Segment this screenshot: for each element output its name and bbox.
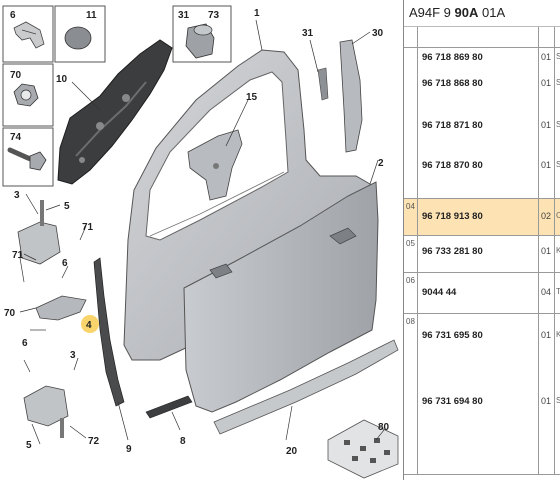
part-note: S	[556, 396, 560, 405]
part-reference-link[interactable]: 96 718 913 80	[422, 211, 483, 222]
callout-label: 3	[70, 350, 76, 361]
callout-label: 9	[126, 444, 132, 455]
part-quantity: 01	[541, 160, 552, 170]
pillar-trim-part[interactable]	[317, 39, 363, 153]
callout-label: 20	[286, 446, 298, 457]
part-note: S	[556, 78, 560, 87]
part-reference-link[interactable]: 96 731 695 80	[422, 330, 483, 341]
check-strap-part[interactable]	[35, 295, 87, 321]
diagram-ref-suffix: 01A	[478, 5, 506, 20]
callout-label: 30	[372, 28, 384, 39]
diagram-reference: A94F 9 90A 01A	[404, 0, 560, 27]
part-quantity: 01	[541, 330, 552, 340]
part-quantity: 01	[541, 120, 552, 130]
diagram-ref-prefix: A94F 9	[409, 5, 455, 20]
parts-list-panel: A94F 9 90A 01A 96 718 869 80 01 S 96 718…	[403, 0, 560, 480]
callout-label: 2	[378, 158, 384, 169]
diagram-ref-bold: 90A	[454, 5, 479, 20]
diagram-svg: 6 11 31 73 70 74 10 1 31 30 15 2 3 5 71 …	[2, 5, 399, 479]
callout-label: 71	[12, 250, 24, 261]
callout-label: 6	[62, 258, 68, 269]
callout-label: 1	[254, 8, 260, 19]
callout-label: 11	[86, 10, 97, 21]
lower-seal-part[interactable]	[145, 395, 193, 419]
part-box-6[interactable]	[2, 5, 54, 63]
selected-part-marker	[81, 315, 99, 333]
callout-label: 10	[56, 74, 68, 85]
item-number: 05	[406, 239, 415, 248]
item-number: 08	[406, 317, 415, 326]
part-quantity: 02	[541, 211, 552, 221]
table-row: 08 96 731 695 80 01 K 96 731 694 80 01 S	[404, 314, 560, 475]
table-column-header	[404, 27, 560, 48]
callout-label: 3	[14, 190, 20, 201]
outer-door-panel[interactable]	[183, 181, 379, 413]
part-box-74[interactable]	[2, 127, 54, 187]
part-note: K	[556, 330, 560, 339]
part-box-70[interactable]	[2, 63, 54, 127]
callout-label: 72	[88, 436, 100, 447]
door-seal-strip[interactable]	[93, 257, 125, 407]
callout-label: 6	[10, 10, 16, 21]
callout-label: 8	[180, 436, 186, 447]
callout-label: 31	[178, 10, 190, 21]
window-regulator-part[interactable]	[57, 39, 173, 185]
callout-label: 71	[82, 222, 94, 233]
callout-label: 6	[22, 338, 28, 349]
lower-hinge-part[interactable]	[23, 385, 69, 438]
item-number: 06	[406, 276, 415, 285]
part-reference-link[interactable]: 96 731 694 80	[422, 396, 483, 407]
callout-label: 80	[378, 422, 390, 433]
callout-label: 5	[26, 440, 32, 451]
lower-moulding-part[interactable]	[213, 339, 399, 435]
callout-label: 74	[10, 132, 22, 143]
part-note: C	[556, 211, 560, 220]
part-box-11[interactable]	[54, 5, 106, 63]
table-row: 05 96 733 281 80 01 K	[404, 236, 560, 273]
callout-label: 31	[302, 28, 314, 39]
callout-label: 70	[4, 308, 16, 319]
part-note: S	[556, 160, 560, 169]
part-note: T	[556, 287, 560, 296]
part-quantity: 01	[541, 52, 552, 62]
table-row: 06 9044 44 04 T	[404, 273, 560, 314]
callout-label: 73	[208, 10, 220, 21]
upper-hinge-part[interactable]	[17, 200, 61, 265]
part-reference-link[interactable]: 9044 44	[422, 287, 457, 298]
table-row: 96 718 869 80 01 S 96 718 868 80 01 S 96…	[404, 48, 560, 199]
part-reference-link[interactable]: 96 718 871 80	[422, 120, 483, 131]
part-quantity: 01	[541, 246, 552, 256]
callout-label: 5	[64, 201, 70, 212]
part-quantity: 04	[541, 287, 552, 297]
callout-label: 70	[10, 70, 22, 81]
callout-label: 4	[86, 320, 92, 331]
exploded-parts-diagram: 6 11 31 73 70 74 10 1 31 30 15 2 3 5 71 …	[2, 5, 399, 479]
part-reference-link[interactable]: 96 718 868 80	[422, 78, 483, 89]
part-box-31-73[interactable]	[172, 5, 232, 63]
part-reference-link[interactable]: 96 733 281 80	[422, 246, 483, 257]
part-note: S	[556, 120, 560, 129]
part-reference-link[interactable]: 96 718 869 80	[422, 52, 483, 63]
part-reference-link[interactable]: 96 718 870 80	[422, 160, 483, 171]
support-bracket-part[interactable]	[187, 129, 243, 201]
part-note: S	[556, 52, 560, 61]
leader-lines	[19, 19, 385, 445]
part-quantity: 01	[541, 78, 552, 88]
part-quantity: 01	[541, 396, 552, 406]
item-number: 04	[406, 202, 415, 211]
callout-labels: 6 11 31 73 70 74 10 1 31 30 15 2 3 5 71 …	[4, 8, 390, 457]
table-row-selected[interactable]: 04 96 718 913 80 02 C	[404, 199, 560, 236]
part-note: K	[556, 246, 560, 255]
callout-label: 15	[246, 92, 258, 103]
